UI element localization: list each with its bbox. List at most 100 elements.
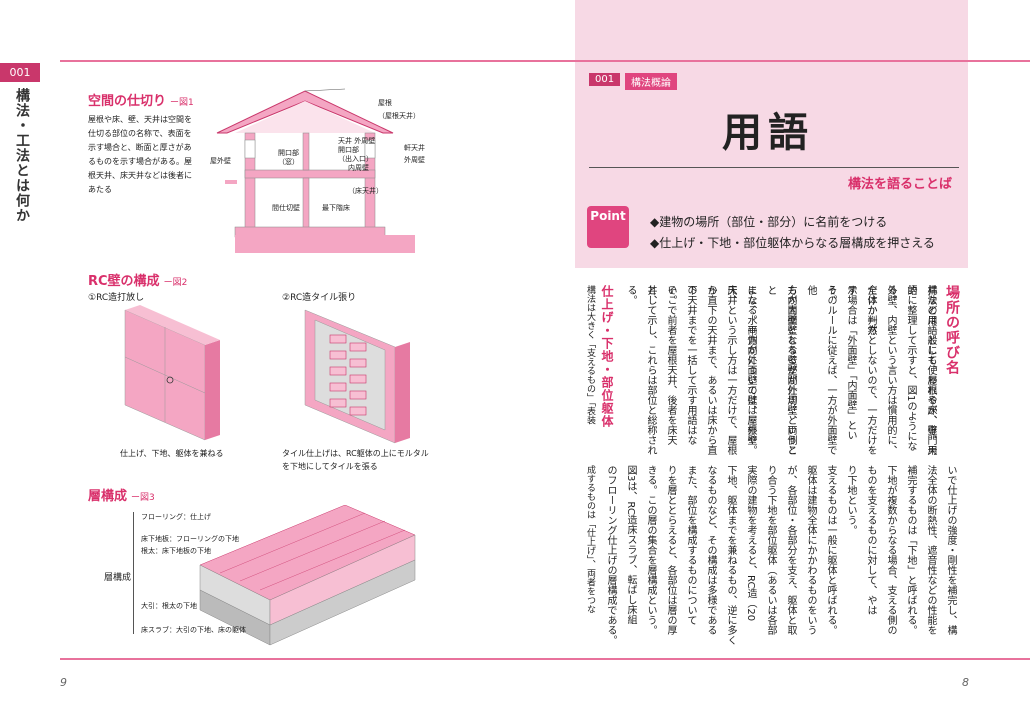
fig1-label-roof: 屋根	[378, 99, 392, 107]
body-column: きる。この層の集合を層構成という。	[645, 465, 656, 635]
chapter-title: 構法・工法とは何か	[14, 88, 30, 223]
page-number-left: 9	[60, 676, 67, 689]
fig3-layer: 根太：床下地板の下地	[141, 547, 211, 555]
point-badge: Point	[587, 206, 629, 248]
fig3-layer: 床スラブ：大引の下地、床の躯体	[141, 626, 246, 634]
body-column: 法全体の断熱性、遮音性などの性能を	[925, 465, 936, 635]
fig1-caption-line: 屋根や床、壁、天井は空間を	[88, 115, 192, 124]
fig1-label-window: （窓）	[278, 158, 299, 166]
body-column: ものを支えるものに対して、やは	[865, 465, 876, 615]
body-column: 補完するものは「下地」と呼ばれる。	[905, 465, 916, 635]
body-column: 方が内面壁となる壁が外周壁、両側と	[785, 285, 796, 455]
body-column: そのルールに従えば、一方が外面壁で他	[805, 285, 836, 455]
body-column: の天井までを一括して示す用語はない。	[665, 285, 696, 445]
fig1-label-roof-over: 軒天井	[404, 144, 425, 152]
fig2-caption2a: タイル仕上げは、RC躯体の上にモルタル	[282, 449, 429, 458]
fig3-bracket	[133, 512, 138, 634]
page-number-right: 8	[962, 676, 969, 689]
point-line2: ◆仕上げ・下地・部位躯体からなる層構成を押さえる	[650, 236, 935, 250]
fig3-layer: 床下地板：フローリングの下地	[141, 535, 239, 543]
body-column: そこで前者を屋根天井、後者を床天井、	[645, 285, 676, 445]
body-column: 井などは一般にも使われるが、専門用語	[905, 285, 936, 455]
page-subtitle: 構法を語ることば	[848, 177, 953, 192]
body-column: また、水平方向については、屋根や床、	[725, 285, 756, 445]
header-panel	[575, 0, 968, 268]
header-category: 構法概論	[625, 73, 677, 90]
fig1-label-entrance: （出入口）	[338, 155, 373, 163]
body-column: のフローリング仕上げの層構成である。	[605, 465, 616, 645]
body-column: り合う下地を部位躯体（あるいは各部	[765, 465, 776, 635]
fig1-label-lowest-floor: 最下階床	[322, 204, 350, 212]
fig1-label-inner-wall: 内周壁	[348, 164, 369, 172]
fig3-layer: 大引：根太の下地	[141, 602, 197, 610]
fig1-title-text: 空間の仕切り	[88, 94, 167, 109]
fig1-house-section	[216, 88, 415, 253]
fig1-caption: 屋根や床、壁、天井は空間を 仕切る部位の名称で、表面を 示す場合と、断面と厚さが…	[88, 113, 206, 197]
body-column: りを層ととらえると、各部位は層の厚	[665, 465, 676, 635]
fig2-caption1: 仕上げ、下地、躯体を兼ねる	[120, 449, 224, 458]
body-column: 外壁、内壁という言い方は慣用的に、全体か一方	[865, 285, 896, 455]
body-column: 構法の用語として、屋根や床、壁、天	[925, 285, 936, 455]
fig2-tag: ー図2	[163, 278, 188, 288]
body-column: いで仕上げの強度・剛性を補完し、構	[945, 465, 956, 635]
fig2-title-text: RC壁の構成	[88, 274, 160, 289]
fig1-label-ceiling-outer: 天井 外周壁	[338, 137, 376, 145]
fig3-title: 層構成ー図3	[88, 485, 155, 504]
fig1-caption-line: 示す場合と、断面と厚さがあ	[88, 143, 192, 152]
body-column: だけか判然としないので、一方だけを示	[845, 285, 876, 455]
body-column: ら直下の天井まで、あるいは床から直下	[685, 285, 716, 455]
fig2-rc-bare-wall	[124, 305, 220, 441]
body-column: 躯体は建物全体にかかわるものをいう	[805, 465, 816, 635]
fig1-label-outer-wall: 外周壁	[404, 156, 425, 164]
point-badge-text: Point	[590, 209, 626, 223]
body-column: なるものなど、その構成は多様である	[705, 465, 716, 635]
fig1-caption-line: るものを示す場合がある。屋	[88, 157, 192, 166]
bottom-rule	[60, 658, 1030, 660]
section-heading-names: 場所の呼び名	[944, 285, 960, 375]
body-column: 構法は大きく「支えるもの」「表装	[585, 285, 595, 425]
fig3-layer: フローリング：仕上げ	[141, 513, 211, 521]
fig3-floor-layers	[199, 505, 416, 646]
body-column: り下地という。	[845, 465, 856, 535]
body-column: 成するものは「仕上げ」、両者をつな	[585, 465, 595, 614]
fig1-label-floor-ceiling: （床天井）	[348, 187, 383, 195]
fig1-label-partition: 間仕切壁	[272, 204, 300, 212]
title-rule	[589, 167, 959, 168]
fig1-caption-line: 根天井、床天井などは後者に	[88, 171, 192, 180]
body-column: として示し、これらは部位と総称される。	[625, 285, 656, 455]
body-column: す場合は「外面壁」「内面壁」という。	[825, 285, 856, 440]
body-column: が、各部位・各部分を支え、躯体と取	[785, 465, 796, 635]
fig1-caption-line: 仕切る部位の名称で、表面を	[88, 129, 192, 138]
body-column: 的に整理して示すと、図1のようになる。	[885, 285, 916, 452]
point-line1: ◆建物の場所（部位・部分）に名前をつける	[650, 215, 888, 229]
body-column: 下地が複数からなる場合、支える側の	[885, 465, 896, 635]
fig1-label-roof-ceiling: （屋根天井）	[378, 112, 420, 120]
fig1-caption-line: あたる	[88, 185, 112, 194]
body-column: も内面壁となる壁が間仕切壁ということ	[765, 285, 796, 455]
section-heading-layers: 仕上げ・下地・部位躯体	[600, 285, 614, 428]
fig2-caption2b: を下地にしてタイルを張る	[282, 462, 378, 471]
body-column: 実際の建物を考えると、RC造（20	[745, 465, 756, 622]
fig2-rc-tile-wall	[304, 309, 410, 444]
fig3-title-text: 層構成	[88, 489, 128, 504]
body-column: また、部位を構成するものについて	[685, 465, 696, 625]
fig2-title: RC壁の構成ー図2	[88, 270, 187, 289]
fig1-tag: ー図1	[170, 98, 194, 108]
body-column: 下地、躯体までを兼ねるもの、逆に多く	[725, 465, 736, 645]
chapter-tab: 001	[0, 63, 40, 82]
fig1-title: 空間の仕切りー図1	[88, 90, 194, 109]
body-column: 図3は、RC造床スラブ、転ばし床組	[625, 465, 636, 625]
fig1-label-exterior-wall: 屋外壁	[210, 157, 231, 165]
body-column: になる。両側が外面壁の壁は屋外壁。	[745, 285, 756, 455]
fig3-bracket-label: 層構成	[104, 573, 132, 583]
fig2-sub2: ②RC造タイル張り	[282, 293, 357, 303]
body-column: 天井という示し方は一方だけで、屋根か	[705, 285, 736, 455]
fig2-sub1: ①RC造打放し	[88, 293, 145, 303]
page-title: 用語	[722, 110, 814, 156]
top-rule	[60, 60, 1030, 62]
body-column: 支えるものは一般に躯体と呼ばれる。	[825, 465, 836, 635]
header-num: 001	[589, 73, 621, 86]
fig1-label-opening: 開口部	[338, 146, 359, 154]
fig3-tag: ー図3	[131, 493, 155, 503]
fig1-label-opening1: 開口部	[278, 149, 299, 157]
